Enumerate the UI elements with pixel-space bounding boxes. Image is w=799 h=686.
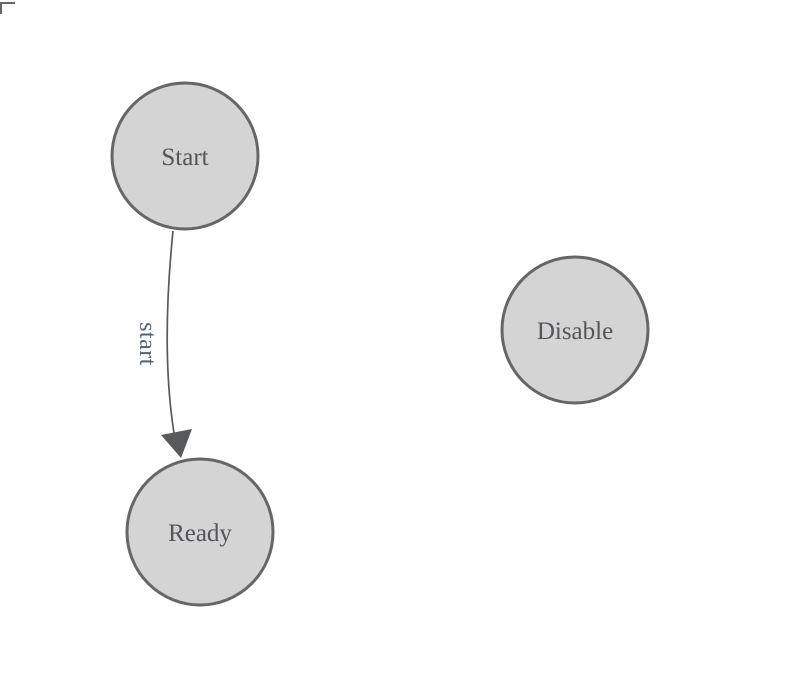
edge-arrowhead-icon [161, 429, 192, 458]
edge-path[interactable] [166, 230, 175, 434]
state-node-disable[interactable]: Disable [500, 255, 650, 405]
state-node-start[interactable]: Start [110, 81, 260, 231]
state-circle-start[interactable] [110, 81, 260, 231]
edge-label: start [134, 322, 160, 366]
state-circle-ready[interactable] [125, 457, 275, 607]
transition-edge-start-to-ready[interactable]: start [134, 230, 192, 458]
state-label-start: Start [161, 144, 208, 171]
state-label-disable: Disable [537, 318, 613, 345]
state-circle-disable[interactable] [500, 255, 650, 405]
state-label-ready: Ready [168, 520, 232, 547]
state-node-ready[interactable]: Ready [125, 457, 275, 607]
canvas-origin-corner-icon [0, 2, 15, 14]
